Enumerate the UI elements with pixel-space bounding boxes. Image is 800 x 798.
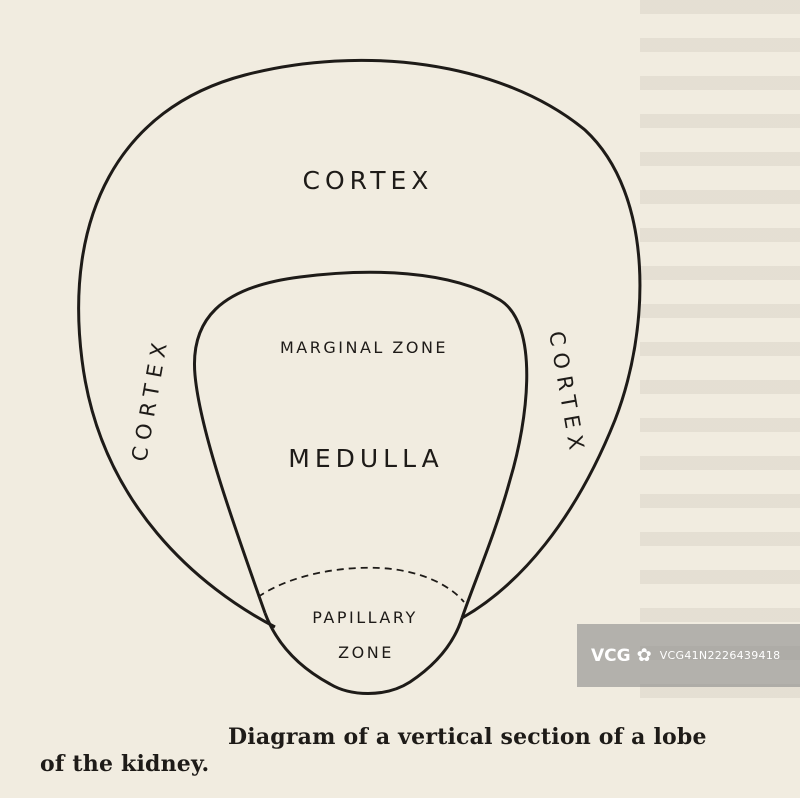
cortex-top-label: CORTEX [303, 166, 434, 195]
papillary-label: PAPILLARY [312, 608, 417, 627]
medulla-outline [192, 270, 529, 619]
medulla-label: MEDULLA [288, 444, 443, 473]
cortex-left-label: CORTEX [127, 334, 173, 463]
watermark-flower-icon: ✿ [636, 645, 652, 666]
zone-label: ZONE [338, 643, 394, 662]
marginal-zone-label: MARGINAL ZONE [280, 338, 448, 357]
bleed-through-text [640, 0, 800, 720]
caption-line-2: of the kidney. [40, 751, 210, 777]
papillary-outline [263, 612, 464, 695]
watermark-id: VCG41N2226439418 [659, 649, 781, 662]
watermark: VCG ✿ VCG41N2226439418 [577, 624, 800, 687]
caption-line-1: Diagram of a vertical section of a lobe [228, 724, 707, 750]
outer-cortex-outline [77, 58, 642, 629]
kidney-lobe-diagram: CORTEX CORTEX CORTEX MARGINAL ZONE MEDUL… [77, 58, 642, 695]
cortex-right-label: CORTEX [544, 329, 590, 458]
watermark-logo: VCG [591, 645, 631, 666]
figure-caption: Diagram of a vertical section of a lobe … [40, 724, 780, 778]
papillary-boundary-dashed [257, 566, 465, 603]
